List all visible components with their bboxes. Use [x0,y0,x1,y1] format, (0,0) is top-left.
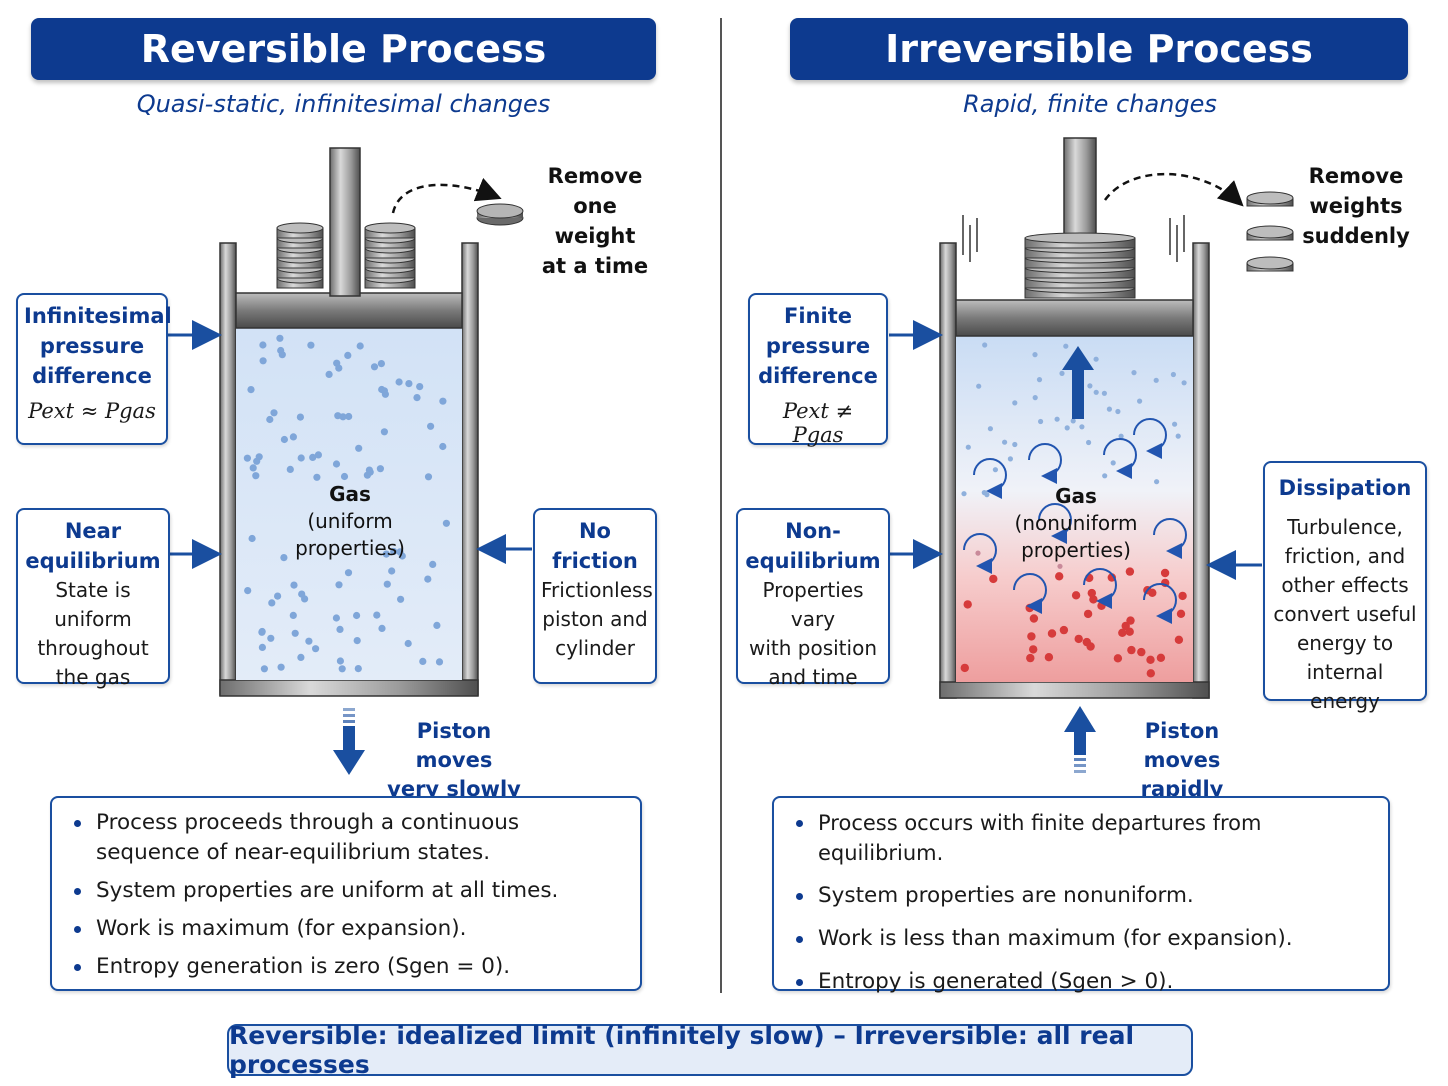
list-item: Work is less than maximum (for expansion… [790,924,1374,954]
nonequilibrium-callout: Non- equilibrium Properties vary with po… [736,508,890,689]
dissipation-callout: Dissipation Turbulence, friction, and ot… [1263,461,1427,713]
irreversible-title: Irreversible Process [790,18,1408,80]
list-item: Work is maximum (for expansion). [68,914,626,944]
list-item: Entropy is generated (Sgen > 0). [790,967,1374,997]
irreversible-summary: Process occurs with finite departures fr… [772,796,1390,994]
summary-footer: Reversible: idealized limit (infinitely … [227,1021,1193,1079]
remove-weights-arrow [1103,172,1244,207]
irreversible-weight-stack [1024,232,1136,299]
center-divider [720,18,722,993]
reversible-title: Reversible Process [31,18,656,80]
reversible-pressure-callout: Infinitesimal pressure difference Pext ≈… [16,293,172,445]
reversible-summary: Process proceeds through a continuous se… [50,796,642,991]
friction-callout: No friction Frictionless piston and cyli… [533,508,657,684]
list-item: Process proceeds through a continuous se… [68,808,626,868]
reversible-weight-stack-right [364,222,416,289]
irreversible-subtitle: Rapid, finite changes [963,90,1217,118]
remove-weight-arrow [391,177,502,214]
motion-lines [962,215,1185,262]
reversible-gas-label: Gas(uniform properties) [295,482,405,560]
list-item: System properties are uniform at all tim… [68,876,626,906]
list-item: Process occurs with finite departures fr… [790,808,1374,868]
turbulence-swirls [963,418,1187,624]
rapid-piston-arrow [1064,706,1096,773]
list-item: Entropy generation is zero (Sgen = 0). [68,952,626,982]
reversible-pressure-equation: Pext ≈ Pgas [28,399,156,423]
gas-push-arrow [1062,346,1094,419]
removed-weight [476,203,524,226]
reversible-cylinder [219,147,479,697]
reversible-subtitle: Quasi-static, infinitesimal changes [136,90,551,118]
removed-weights [1246,191,1294,272]
slow-piston-arrow [333,708,365,775]
irreversible-pressure-callout: Finite pressure difference Pext ≠ Pgas [748,293,888,447]
reversible-molecules [243,334,450,673]
list-item: System properties are nonuniform. [790,881,1374,911]
reversible-weight-stack-left [276,222,324,289]
irreversible-pressure-equation: Pext ≠ Pgas [782,399,854,447]
reversible-equilibrium-callout: Near equilibrium State is uniform throug… [16,508,170,689]
